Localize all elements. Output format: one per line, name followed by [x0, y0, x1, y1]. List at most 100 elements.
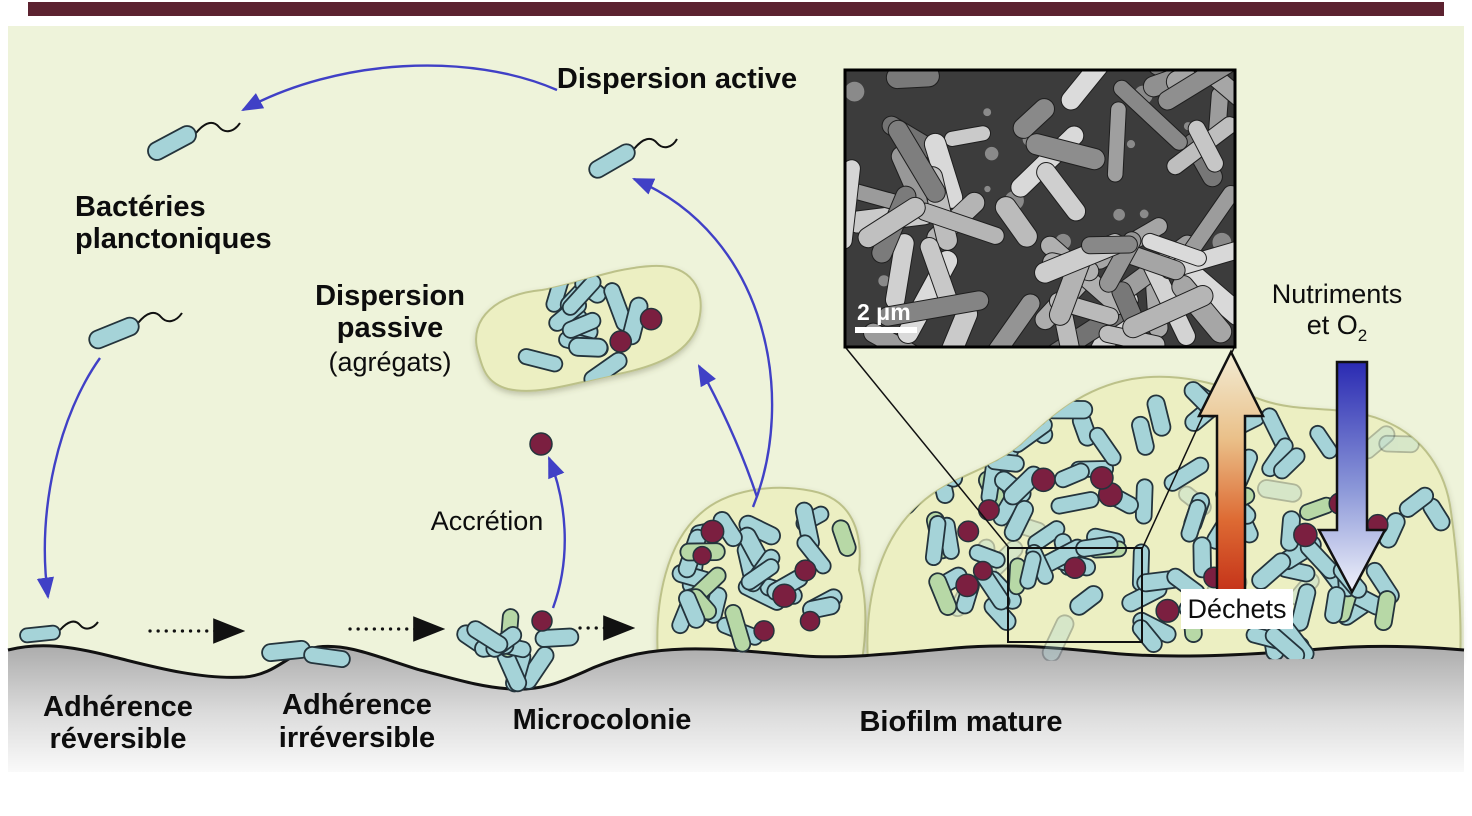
- coccus-cell: [1155, 598, 1180, 623]
- bacterium-cell: [796, 534, 832, 575]
- coccus-cell: [772, 583, 797, 608]
- bacterium-cell: [1146, 394, 1172, 437]
- substrate-surface: [8, 645, 1464, 772]
- arrow-passive-dispersion: [697, 364, 759, 498]
- sem-rod-bacterium: [1157, 70, 1235, 111]
- planktonic-bacterium-landing: [19, 620, 99, 644]
- coccus-cell: [1293, 522, 1318, 548]
- arrow-active-dispersion: [632, 177, 774, 508]
- sem-bacteria-rods: [845, 70, 1235, 347]
- bacterium-cell: [1257, 479, 1303, 503]
- bacterium-cell: [1019, 550, 1042, 590]
- label-adherence-reversible-line2: réversible: [49, 723, 186, 755]
- dechets-label-background: [1181, 589, 1293, 629]
- sem-rod-bacterium: [1122, 285, 1214, 339]
- bacterium-cell: [147, 125, 197, 161]
- coccus-cell: [1031, 467, 1056, 493]
- sem-zoom-region-outline: [1007, 547, 1143, 643]
- bacterium-cell: [1053, 462, 1090, 489]
- sem-debris: [845, 81, 865, 102]
- coccus-cell: [753, 620, 775, 642]
- sem-micrograph: 2 μm: [843, 68, 1237, 349]
- coccus-cell: [794, 559, 817, 582]
- coccus-cell: [531, 610, 553, 632]
- label-biofilm-mature: Biofilm mature: [859, 706, 1062, 738]
- bacterium-cell: [568, 336, 609, 358]
- dechets-label-group: Déchets: [1181, 589, 1293, 629]
- sem-rod-bacterium: [1187, 119, 1224, 173]
- sem-rod-bacterium: [1081, 235, 1138, 255]
- coccus-cell: [957, 520, 980, 543]
- flagellum: [195, 121, 241, 134]
- microcolony-large-cells: [671, 501, 857, 653]
- sem-scale-label: 2 μm: [857, 299, 911, 325]
- cycle-arrows: [36, 64, 774, 609]
- sem-debris: [1126, 140, 1136, 149]
- sem-border: [843, 68, 1237, 349]
- microcolony-cells: [456, 608, 580, 693]
- bacterium-cell: [517, 348, 564, 373]
- bacterium-cell: [1192, 536, 1212, 579]
- arrow-dispersion-to-planktonic: [241, 64, 558, 112]
- coccus-cell: [1063, 556, 1087, 580]
- bacterium-cell: [1273, 447, 1306, 480]
- arrow-accretion: [547, 455, 566, 609]
- bacterium-cell: [724, 604, 752, 653]
- sem-scale-bar: [855, 327, 917, 333]
- o2-subscript: 2: [1358, 326, 1367, 345]
- sem-rod-bacterium: [845, 159, 861, 250]
- callout-line-left: [845, 347, 1011, 550]
- coccus-cell: [700, 519, 725, 544]
- label-bacteries-line2: planctoniques: [75, 223, 272, 255]
- coccus-cell: [799, 610, 821, 632]
- sem-rod-bacterium: [1106, 101, 1127, 183]
- sem-rod-bacterium: [977, 293, 1041, 347]
- coccus-cell: [977, 499, 1000, 522]
- bacterium-cell: [924, 515, 947, 567]
- sem-rod-bacterium: [857, 196, 926, 249]
- sem-rod-bacterium: [1036, 162, 1087, 222]
- coccus-cell: [609, 330, 633, 353]
- sem-debris: [983, 108, 992, 117]
- bacterium-cell: [1398, 486, 1435, 518]
- label-microcolonie: Microcolonie: [513, 704, 692, 736]
- bacterium-cell: [1180, 499, 1207, 543]
- bacterium-cell: [1378, 434, 1420, 454]
- waste-up-arrow: [1196, 349, 1266, 602]
- bacterium-cell: [1163, 456, 1210, 492]
- top-accent-bar: [28, 2, 1444, 16]
- bacterium-cell: [1374, 590, 1397, 632]
- bacterium-cell: [1003, 499, 1034, 542]
- arrow-planktonic-to-surface: [36, 357, 101, 600]
- sem-rod-bacterium: [1113, 79, 1188, 151]
- label-accretion: Accrétion: [431, 506, 544, 536]
- coccus-cell: [972, 560, 993, 581]
- bacterium-cell: [1131, 415, 1155, 456]
- sem-debris: [984, 185, 991, 193]
- bacterium-cell: [19, 624, 61, 644]
- bacterium-cell: [1251, 552, 1292, 590]
- bacterium-cell: [831, 519, 857, 557]
- sem-rod-bacterium: [887, 119, 946, 203]
- flagellum: [59, 620, 99, 631]
- sem-debris: [1139, 209, 1149, 219]
- bacterium-cell: [1075, 535, 1119, 558]
- sem-rod-bacterium: [994, 196, 1038, 248]
- flagellum: [137, 311, 183, 324]
- bacterium-cell: [534, 627, 580, 648]
- sem-rod-bacterium: [877, 290, 990, 327]
- bacterium-cell: [1324, 586, 1346, 624]
- coccus-cell: [692, 545, 712, 566]
- progression-arrows: [148, 615, 636, 644]
- planktonic-bacterium-top-left: [147, 121, 241, 161]
- label-dispersion-passive-line1: Dispersion: [315, 280, 465, 312]
- bacterium-cell: [303, 646, 351, 668]
- coccus-cell: [639, 307, 663, 331]
- bacterium-cell: [561, 311, 602, 339]
- label-dechets: Déchets: [1187, 594, 1286, 624]
- bacterium-cell: [588, 143, 636, 179]
- label-nutriments-line2: et O2: [1307, 310, 1368, 345]
- sem-rod-bacterium: [1025, 133, 1106, 171]
- label-adherence-irreversible-line2: irréversible: [279, 722, 435, 754]
